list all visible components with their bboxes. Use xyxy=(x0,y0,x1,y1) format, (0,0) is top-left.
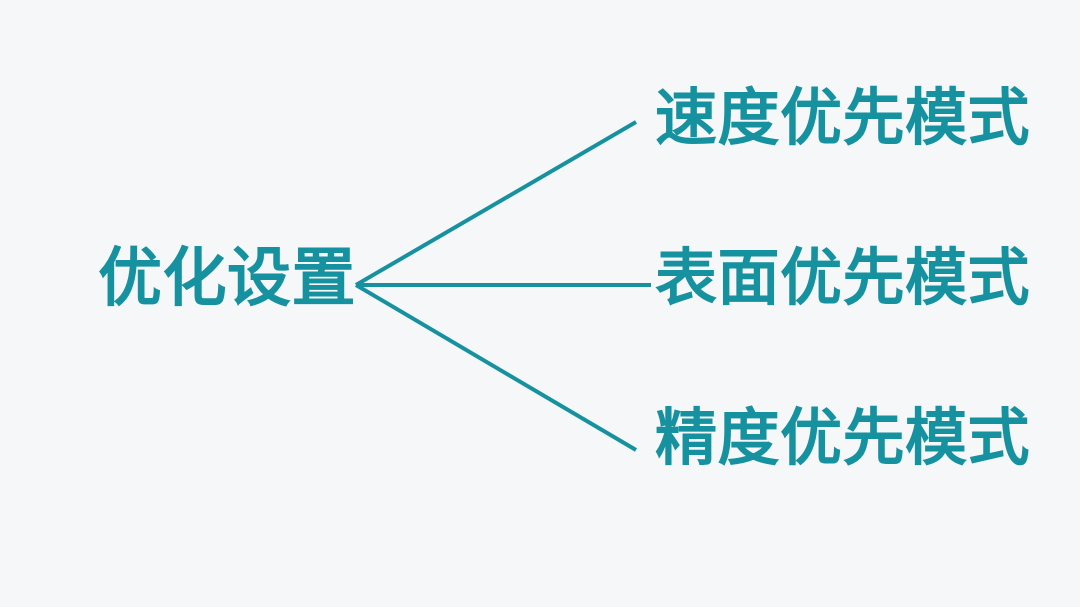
connector-line-precision xyxy=(354,283,638,452)
connector-line-speed xyxy=(354,120,638,287)
branch-node-surface-priority[interactable]: 表面优先模式 xyxy=(655,244,1031,313)
branch-node-speed-priority[interactable]: 速度优先模式 xyxy=(655,84,1031,153)
root-node-label[interactable]: 优化设置 xyxy=(98,242,356,314)
branch-node-precision-priority[interactable]: 精度优先模式 xyxy=(655,404,1031,473)
